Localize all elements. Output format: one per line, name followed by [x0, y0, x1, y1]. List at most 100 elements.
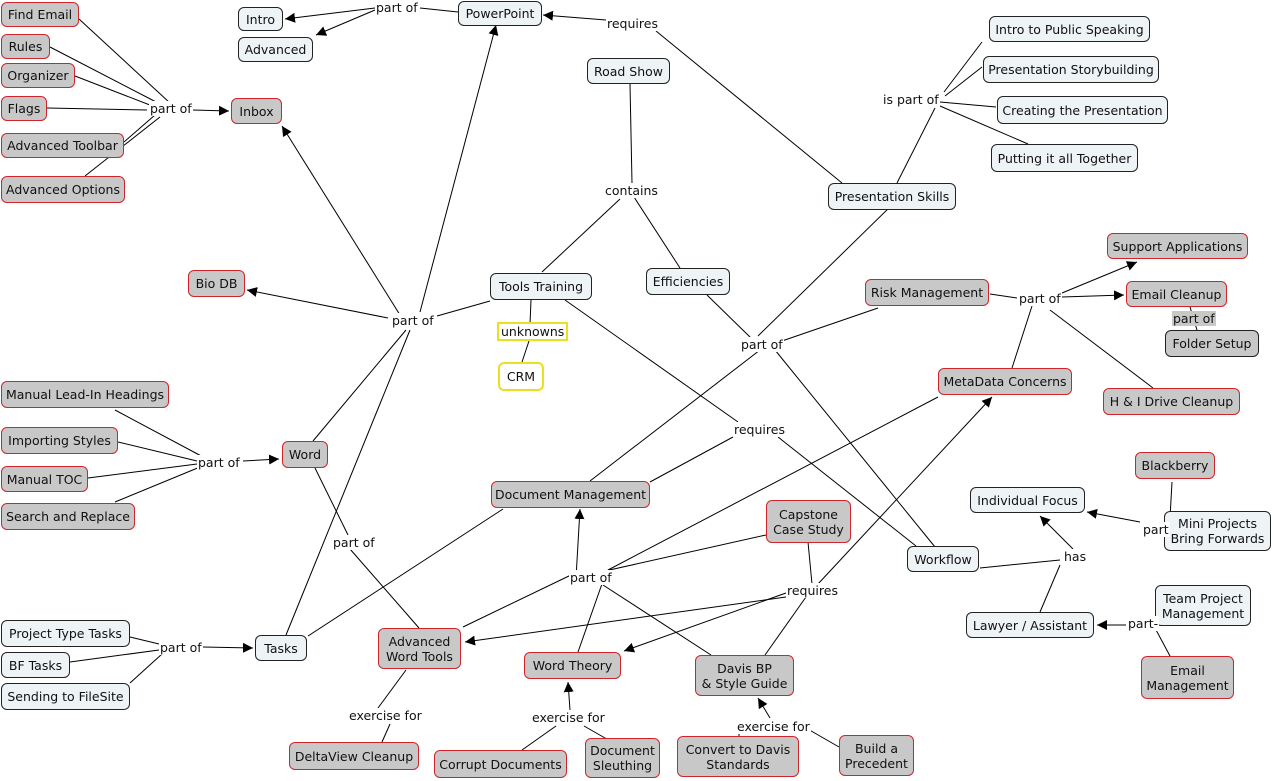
node-deltaview[interactable]: DeltaView Cleanup — [289, 742, 419, 770]
node-risk-management[interactable]: Risk Management — [865, 279, 989, 306]
label-is-part-of: is part of — [882, 92, 940, 107]
node-corrupt-docs[interactable]: Corrupt Documents — [434, 750, 567, 778]
connector-line-43 — [117, 441, 198, 462]
connector-line-63 — [1039, 515, 1074, 550]
connector-line-13 — [944, 66, 983, 97]
label-part-of-center: part of — [391, 313, 435, 328]
node-email-management[interactable]: Email Management — [1141, 656, 1234, 699]
label-part-of-word: part of — [197, 455, 241, 470]
node-tasks[interactable]: Tasks — [255, 635, 307, 661]
node-team-project-mgmt[interactable]: Team Project Management — [1155, 585, 1251, 626]
label-contains: contains — [604, 183, 659, 198]
node-advanced[interactable]: Advanced — [238, 37, 313, 62]
connector-line-6 — [192, 105, 230, 116]
node-workflow[interactable]: Workflow — [907, 546, 979, 572]
node-intro[interactable]: Intro — [238, 7, 283, 31]
connector-line-30 — [778, 307, 879, 343]
connector-line-54 — [577, 580, 604, 653]
connector-line-25 — [285, 329, 411, 636]
connector-line-74 — [381, 723, 391, 743]
connector-line-76 — [521, 725, 557, 751]
node-build-precedent[interactable]: Build a Precedent — [839, 735, 914, 776]
node-find-email[interactable]: Find Email — [1, 2, 79, 27]
connector-line-71 — [129, 653, 163, 684]
connector-line-73 — [377, 669, 407, 709]
node-convert-davis[interactable]: Convert to Davis Standards — [677, 736, 799, 777]
node-project-type-tasks[interactable]: Project Type Tasks — [1, 620, 130, 647]
connector-line-59 — [764, 596, 807, 656]
connector-line-51 — [607, 396, 939, 571]
node-advanced-options[interactable]: Advanced Options — [1, 176, 125, 203]
node-email-cleanup[interactable]: Email Cleanup — [1126, 281, 1227, 307]
node-road-show[interactable]: Road Show — [587, 58, 670, 84]
node-blackberry[interactable]: Blackberry — [1135, 452, 1215, 479]
connector-line-3 — [46, 107, 148, 111]
node-individual-focus[interactable]: Individual Focus — [970, 487, 1085, 513]
node-metadata-concerns[interactable]: MetaData Concerns — [938, 368, 1072, 395]
node-bf-tasks[interactable]: BF Tasks — [1, 652, 70, 678]
node-bio-db[interactable]: Bio DB — [188, 270, 245, 297]
node-hi-drive-cleanup[interactable]: H & I Drive Cleanup — [1103, 388, 1240, 415]
connector-line-45 — [114, 466, 201, 503]
connector-line-4 — [123, 114, 156, 143]
node-manual-toc[interactable]: Manual TOC — [1, 466, 88, 492]
node-manual-leadin[interactable]: Manual Lead-In Headings — [1, 381, 169, 408]
connector-line-2 — [74, 75, 156, 108]
node-presentation-skills[interactable]: Presentation Skills — [828, 183, 956, 210]
connector-line-75 — [563, 681, 574, 711]
connector-line-15 — [939, 105, 1029, 145]
connector-line-69 — [129, 636, 160, 645]
node-flags[interactable]: Flags — [1, 96, 47, 121]
node-document-management[interactable]: Document Management — [491, 481, 650, 508]
node-capstone[interactable]: Capstone Case Study — [766, 500, 851, 543]
node-advanced-word-tools[interactable]: Advanced Word Tools — [378, 628, 461, 669]
node-doc-sleuthing[interactable]: Document Sleuthing — [585, 738, 660, 778]
label-part-of-docmgmt-bottom: part of — [569, 570, 613, 585]
connector-line-32 — [774, 349, 936, 548]
node-folder-setup[interactable]: Folder Setup — [1165, 330, 1259, 357]
node-search-replace[interactable]: Search and Replace — [1, 503, 135, 530]
connector-line-52 — [604, 534, 767, 572]
connector-line-8 — [315, 9, 376, 36]
connector-line-48 — [349, 548, 420, 629]
node-creating-presentation[interactable]: Creating the Presentation — [997, 96, 1168, 124]
node-presentation-storybuilding[interactable]: Presentation Storybuilding — [983, 56, 1159, 83]
node-powerpoint[interactable]: PowerPoint — [458, 1, 542, 26]
connector-line-31 — [589, 349, 761, 482]
node-word[interactable]: Word — [282, 441, 328, 468]
label-part-of-powerpoint: part of — [375, 0, 419, 15]
connector-line-19 — [633, 196, 681, 269]
node-putting-together[interactable]: Putting it all Together — [991, 144, 1138, 172]
connector-line-65 — [979, 559, 1061, 569]
node-advanced-toolbar[interactable]: Advanced Toolbar — [1, 133, 124, 158]
node-inbox[interactable]: Inbox — [231, 98, 282, 124]
node-crm[interactable]: CRM — [498, 362, 544, 391]
label-part-of-tasks: part of — [159, 640, 203, 655]
connector-line-17 — [629, 83, 633, 184]
connector-line-7 — [284, 7, 376, 23]
node-lawyer-assistant[interactable]: Lawyer / Assistant — [966, 612, 1094, 638]
node-tools-training[interactable]: Tools Training — [490, 273, 592, 300]
node-importing-styles[interactable]: Importing Styles — [1, 427, 118, 454]
node-intro-public-speaking[interactable]: Intro to Public Speaking — [989, 16, 1150, 42]
node-sending-filesite[interactable]: Sending to FileSite — [1, 683, 130, 710]
node-efficiencies[interactable]: Efficiencies — [646, 268, 730, 295]
connector-line-39 — [564, 299, 739, 423]
node-organizer[interactable]: Organizer — [1, 63, 75, 88]
node-support-applications[interactable]: Support Applications — [1107, 233, 1248, 259]
label-requires-tools: requires — [733, 422, 786, 437]
node-davis-bp[interactable]: Davis BP & Style Guide — [695, 655, 794, 696]
node-mini-projects[interactable]: Mini Projects Bring Forwards — [1164, 511, 1271, 551]
connector-line-53 — [462, 574, 572, 628]
connector-line-62 — [1086, 508, 1141, 523]
connector-line-47 — [314, 467, 349, 536]
node-rules[interactable]: Rules — [1, 34, 50, 59]
label-has: has — [1063, 549, 1088, 564]
label-requires-powerpoint: requires — [606, 16, 659, 31]
node-word-theory[interactable]: Word Theory — [524, 652, 621, 679]
connector-line-55 — [602, 584, 712, 656]
connector-line-1 — [49, 46, 161, 105]
connector-line-70 — [69, 649, 160, 663]
